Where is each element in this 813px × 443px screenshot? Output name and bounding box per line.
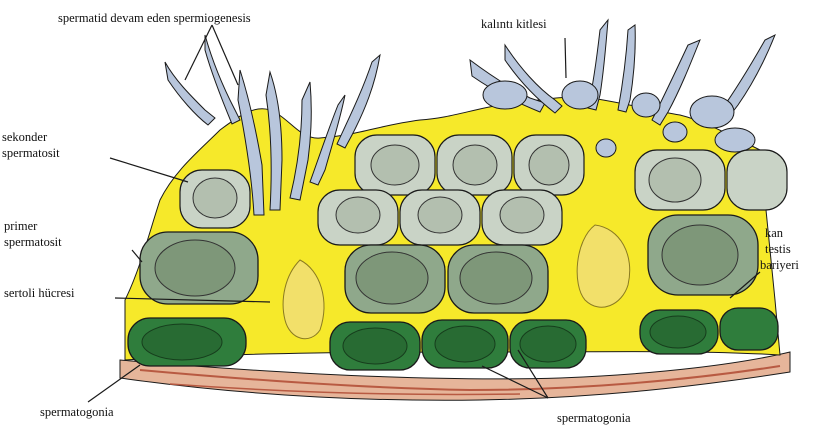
pointer-spermatogonia-left [88, 365, 140, 402]
pointer-residual [565, 38, 566, 78]
label-barrier-3: bariyeri [760, 258, 799, 272]
label-barrier-1: kan [765, 226, 783, 240]
label-secondary-spermatocyte-1: sekonder [2, 130, 47, 144]
label-primary-spermatocyte-2: spermatosit [4, 235, 62, 249]
label-residual-body: kalıntı kitlesi [481, 17, 547, 31]
label-spermatogonia-left: spermatogonia [40, 405, 114, 419]
label-primary-spermatocyte-1: primer [4, 219, 37, 233]
label-spermatid: spermatid devam eden spermiogenesis [58, 11, 251, 25]
label-barrier-2: testis [765, 242, 791, 256]
pointer-secondary [110, 158, 188, 182]
label-spermatogonia-bottom: spermatogonia [557, 411, 631, 425]
label-sertoli-cell: sertoli hücresi [4, 286, 74, 300]
label-secondary-spermatocyte-2: spermatosit [2, 146, 60, 160]
